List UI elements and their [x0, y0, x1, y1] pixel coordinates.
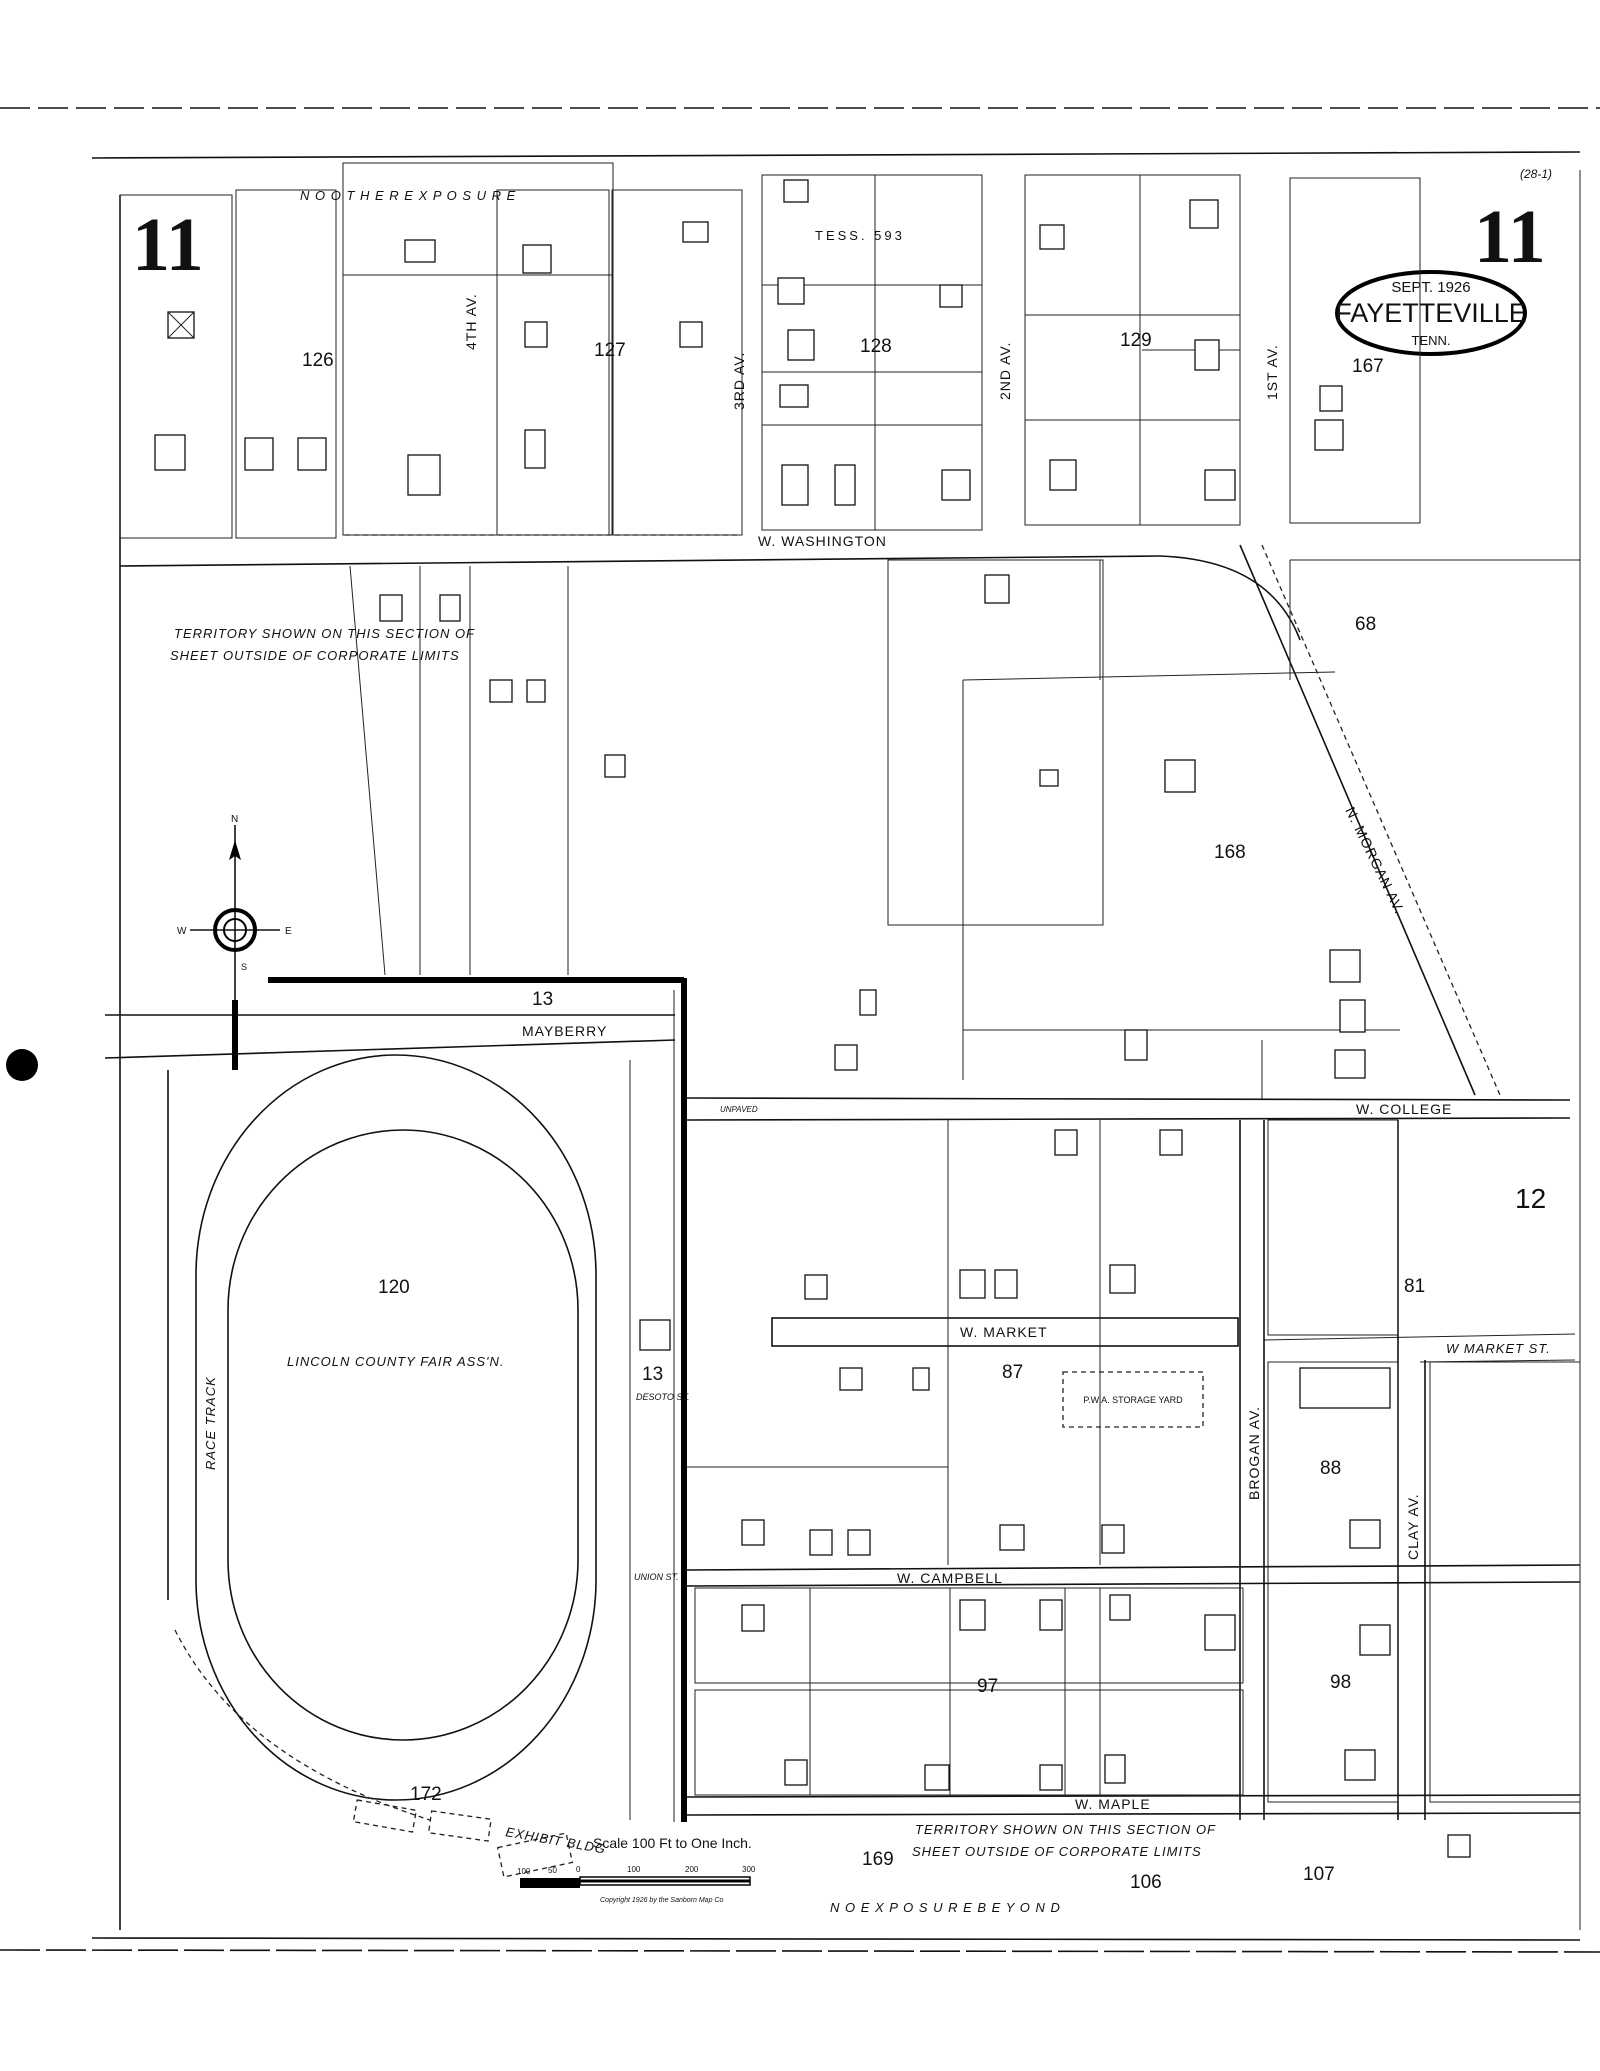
block-13b: 13	[642, 1364, 663, 1385]
svg-text:0: 0	[576, 1865, 581, 1874]
buildings	[154, 179, 1471, 1858]
svg-text:W. WASHINGTON: W. WASHINGTON	[758, 533, 887, 549]
w-campbell-street: W. CAMPBELL	[685, 1564, 1581, 1587]
svg-text:81: 81	[1404, 1276, 1425, 1297]
middle-lots	[349, 559, 1400, 1100]
svg-text:MAYBERRY: MAYBERRY	[522, 1023, 607, 1039]
svg-text:100: 100	[627, 1865, 641, 1874]
svg-text:UNPAVED: UNPAVED	[720, 1105, 758, 1114]
w-maple-street: W. MAPLE	[685, 1794, 1581, 1816]
tess-label: TESS. 593	[815, 228, 905, 243]
svg-text:BROGAN AV.: BROGAN AV.	[1246, 1406, 1262, 1500]
svg-text:W. CAMPBELL: W. CAMPBELL	[897, 1570, 1003, 1586]
territory-note-north: TERRITORY SHOWN ON THIS SECTION OF SHEET…	[170, 626, 475, 663]
svg-text:Scale 100 Ft to One Inch.: Scale 100 Ft to One Inch.	[593, 1835, 752, 1851]
svg-text:200: 200	[685, 1865, 699, 1874]
svg-text:TERRITORY SHOWN ON THIS SECTIO: TERRITORY SHOWN ON THIS SECTION OF	[174, 626, 475, 641]
w-college-street: W. COLLEGE UNPAVED	[685, 1097, 1571, 1121]
svg-text:167: 167	[1352, 356, 1384, 377]
block-13a: 13	[532, 989, 553, 1010]
territory-note-south: TERRITORY SHOWN ON THIS SECTION OF SHEET…	[830, 1822, 1216, 1915]
svg-text:128: 128	[860, 336, 892, 357]
svg-text:127: 127	[594, 340, 626, 361]
block-120: 120	[378, 1277, 410, 1298]
svg-text:CLAY AV.: CLAY AV.	[1405, 1493, 1421, 1560]
brogan-clay-avenues: BROGAN AV. CLAY AV.	[1239, 1119, 1426, 1820]
street-1st-av: 1ST AV.	[1264, 344, 1280, 400]
svg-text:Copyright 1926 by the Sanborn: Copyright 1926 by the Sanborn Map Co	[600, 1897, 723, 1904]
svg-text:88: 88	[1320, 1458, 1341, 1479]
svg-text:126: 126	[302, 350, 334, 371]
svg-text:107: 107	[1303, 1864, 1335, 1885]
mayberry-street: MAYBERRY 13	[104, 989, 676, 1059]
svg-text:50: 50	[548, 1866, 557, 1875]
svg-text:W. MAPLE: W. MAPLE	[1075, 1796, 1151, 1812]
block-numbers: 126 127 128 129 167 68 168 87 88 97 98 1…	[302, 330, 1546, 1893]
race-track: RACE TRACK LINCOLN COUNTY FAIR ASS'N. 12…	[195, 1054, 597, 1801]
svg-text:LINCOLN COUNTY FAIR ASS'N.: LINCOLN COUNTY FAIR ASS'N.	[287, 1354, 505, 1369]
svg-text:W. COLLEGE: W. COLLEGE	[1356, 1101, 1452, 1117]
south-lots: P.W.A. STORAGE YARD	[686, 1120, 1581, 1803]
svg-text:TERRITORY SHOWN ON THIS SECTIO: TERRITORY SHOWN ON THIS SECTION OF	[915, 1822, 1216, 1837]
svg-text:168: 168	[1214, 842, 1246, 863]
block-172: 172	[410, 1784, 442, 1805]
compass-rose: N W E S	[177, 814, 292, 1070]
svg-text:SHEET OUTSIDE OF CORPORATE LIM: SHEET OUTSIDE OF CORPORATE LIMITS	[912, 1844, 1202, 1859]
svg-text:N: N	[231, 814, 238, 825]
svg-text:100: 100	[517, 1867, 531, 1876]
svg-text:W. MARKET: W. MARKET	[960, 1324, 1048, 1340]
svg-text:SEPT. 1926: SEPT. 1926	[1391, 279, 1470, 296]
title-cartouche: SEPT. 1926 FAYETTEVILLE TENN.	[1335, 270, 1527, 356]
svg-text:SHEET OUTSIDE OF CORPORATE LIM: SHEET OUTSIDE OF CORPORATE LIMITS	[170, 648, 460, 663]
svg-text:TENN.: TENN.	[1412, 333, 1451, 348]
w-washington-street: W. WASHINGTON	[119, 533, 1580, 641]
scale-bar: Scale 100 Ft to One Inch. 100 50 0 100 2…	[517, 1835, 756, 1904]
sheet-number-right: 11	[1474, 195, 1546, 279]
street-2nd-av: 2ND AV.	[997, 342, 1013, 400]
svg-text:UNION ST.: UNION ST.	[634, 1572, 679, 1582]
svg-text:P.W.A. STORAGE YARD: P.W.A. STORAGE YARD	[1083, 1395, 1183, 1405]
svg-text:98: 98	[1330, 1672, 1351, 1693]
svg-text:68: 68	[1355, 614, 1376, 635]
svg-text:300: 300	[742, 1865, 756, 1874]
svg-text:W MARKET ST.: W MARKET ST.	[1446, 1341, 1551, 1356]
svg-text:N O E X P O S U R E B E Y: N O E X P O S U R E B E Y O N D	[830, 1900, 1061, 1915]
svg-text:FAYETTEVILLE: FAYETTEVILLE	[1335, 298, 1527, 328]
svg-text:E: E	[285, 926, 292, 937]
street-3rd-av: 3RD AV.	[731, 352, 747, 410]
svg-text:S: S	[241, 962, 247, 972]
punch-hole	[6, 1049, 38, 1081]
other-exposure-label: N O O T H E R E X P O S U R E	[300, 188, 516, 203]
street-4th-av: 4TH AV.	[463, 293, 479, 350]
svg-text:12: 12	[1515, 1183, 1546, 1214]
svg-text:169: 169	[862, 1849, 894, 1870]
svg-text:106: 106	[1130, 1872, 1162, 1893]
svg-text:129: 129	[1120, 330, 1152, 351]
svg-text:87: 87	[1002, 1362, 1023, 1383]
desoto-union-streets: DESOTO ST. UNION ST. 13	[629, 1060, 690, 1820]
fair-grounds-boundary	[268, 977, 687, 1822]
svg-text:DESOTO ST.: DESOTO ST.	[636, 1392, 690, 1402]
svg-text:RACE TRACK: RACE TRACK	[203, 1376, 218, 1470]
corner-note: (28-1)	[1520, 167, 1552, 181]
sheet-number-left: 11	[132, 203, 204, 287]
svg-text:W: W	[177, 926, 187, 937]
north-blocks	[119, 162, 1421, 539]
svg-text:97: 97	[977, 1676, 998, 1697]
